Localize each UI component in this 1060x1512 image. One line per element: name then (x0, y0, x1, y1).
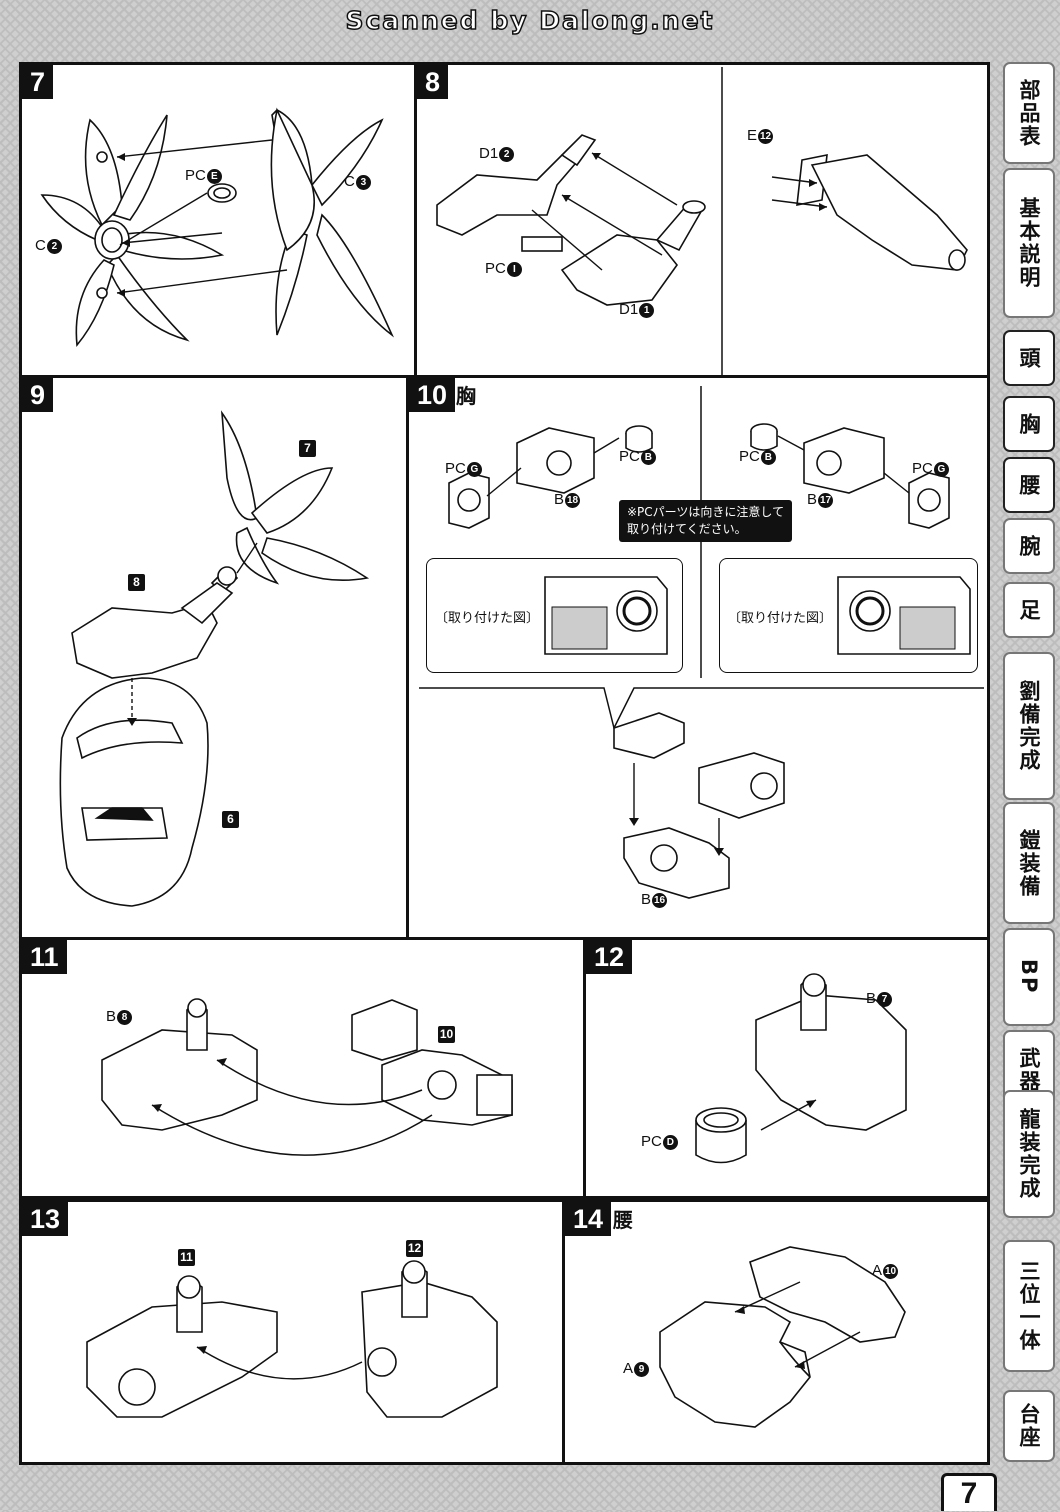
step-number: 12 (586, 940, 633, 974)
tab-bp[interactable]: BP (1003, 928, 1055, 1026)
step-10-illustration (419, 386, 984, 899)
mounted-view-right: 〔取り付けた図〕 (719, 558, 978, 673)
step-11-illustration (101, 998, 513, 1156)
mounted-view-left: 〔取り付けた図〕 (426, 558, 683, 673)
step-14-illustration (659, 1246, 906, 1428)
tab-armor[interactable]: 鎧装備 (1003, 802, 1055, 924)
scan-banner: Scanned by Dalong.net (345, 5, 715, 36)
page-number: 7 (941, 1473, 997, 1511)
tab-leg[interactable]: 足 (1003, 582, 1055, 638)
tab-trinity[interactable]: 三位一体 (1003, 1240, 1055, 1372)
step-number: 14 (565, 1202, 612, 1236)
mounted-view-label: 〔取り付けた図〕 (728, 611, 833, 626)
step-title: 腰 (613, 1208, 633, 1232)
step-12-illustration (695, 973, 907, 1164)
note-line-1: ※PCパーツは向きに注意して (627, 505, 785, 519)
tag-6: 6 (222, 811, 239, 828)
step-13-panel: 13 11 12 (19, 1199, 565, 1465)
step-number: 10 (409, 378, 456, 412)
step-number: 7 (22, 65, 54, 99)
step-8-illustration (436, 67, 968, 375)
step-number: 8 (417, 65, 449, 99)
pc-orientation-note: ※PCパーツは向きに注意して 取り付けてください。 (619, 500, 793, 542)
step-9-illustration (59, 410, 370, 907)
mounted-view-label: 〔取り付けた図〕 (435, 611, 540, 626)
step-7-illustration (40, 107, 394, 347)
step-number: 13 (22, 1202, 69, 1236)
tab-liu-bei-complete[interactable]: 劉備完成 (1003, 652, 1055, 800)
tab-head[interactable]: 頭 (1003, 330, 1055, 386)
note-line-2: 取り付けてください。 (627, 522, 747, 536)
tab-basic-instructions[interactable]: 基本説明 (1003, 168, 1055, 318)
tab-chest[interactable]: 胸 (1003, 396, 1055, 452)
tag-8: 8 (128, 574, 145, 591)
step-13-illustration (86, 1260, 498, 1418)
tag-11: 11 (178, 1249, 195, 1266)
tab-arm[interactable]: 腕 (1003, 518, 1055, 574)
tab-parts-list[interactable]: 部品表 (1003, 62, 1055, 164)
tag-7: 7 (299, 440, 316, 457)
step-title: 胸 (456, 384, 476, 408)
step-9-panel: 9 7 8 6 (19, 375, 409, 940)
tab-waist[interactable]: 腰 (1003, 457, 1055, 513)
tag-10: 10 (438, 1026, 455, 1043)
tab-dragon-armor-complete[interactable]: 龍装完成 (1003, 1090, 1055, 1218)
step-number: 11 (22, 940, 67, 974)
tag-12: 12 (406, 1240, 423, 1257)
step-number: 9 (22, 378, 54, 412)
tab-base[interactable]: 台座 (1003, 1390, 1055, 1462)
